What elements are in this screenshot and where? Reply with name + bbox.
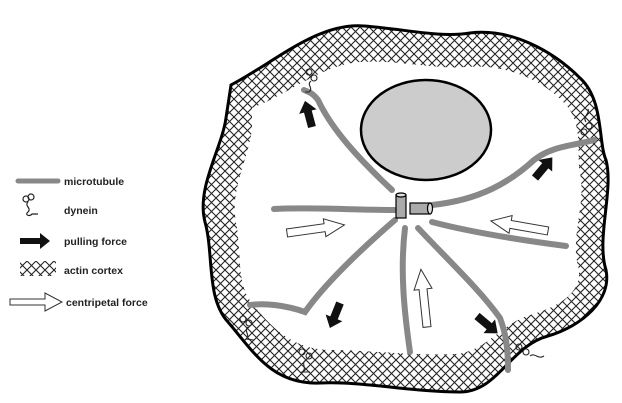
- microtubule: [274, 208, 395, 210]
- legend-item-actin: actin cortex: [20, 261, 123, 277]
- actin-mesh-icon: [20, 261, 56, 276]
- legend-label-microtubule: microtubule: [64, 176, 124, 188]
- legend-label-pulling-force: pulling force: [64, 236, 127, 248]
- legend-label-dynein: dynein: [64, 205, 98, 217]
- legend-item-centripetal: centripetal force: [10, 293, 148, 311]
- legend: microtubule dynein pulling force actin c…: [10, 176, 148, 311]
- dynein-icon: [23, 194, 38, 215]
- centriole: [396, 195, 406, 218]
- legend-item-dynein: dynein: [23, 194, 98, 217]
- legend-label-centripetal-force: centripetal force: [66, 297, 148, 309]
- centriole-top: [396, 193, 406, 197]
- nucleus: [361, 80, 491, 180]
- hollow-arrow-icon: [10, 293, 62, 311]
- legend-item-pulling: pulling force: [20, 233, 127, 249]
- legend-label-actin-cortex: actin cortex: [64, 265, 123, 277]
- black-arrow-icon: [20, 233, 50, 249]
- centriole-end: [428, 203, 433, 214]
- legend-item-microtubule: microtubule: [18, 176, 124, 188]
- cell: [203, 26, 608, 392]
